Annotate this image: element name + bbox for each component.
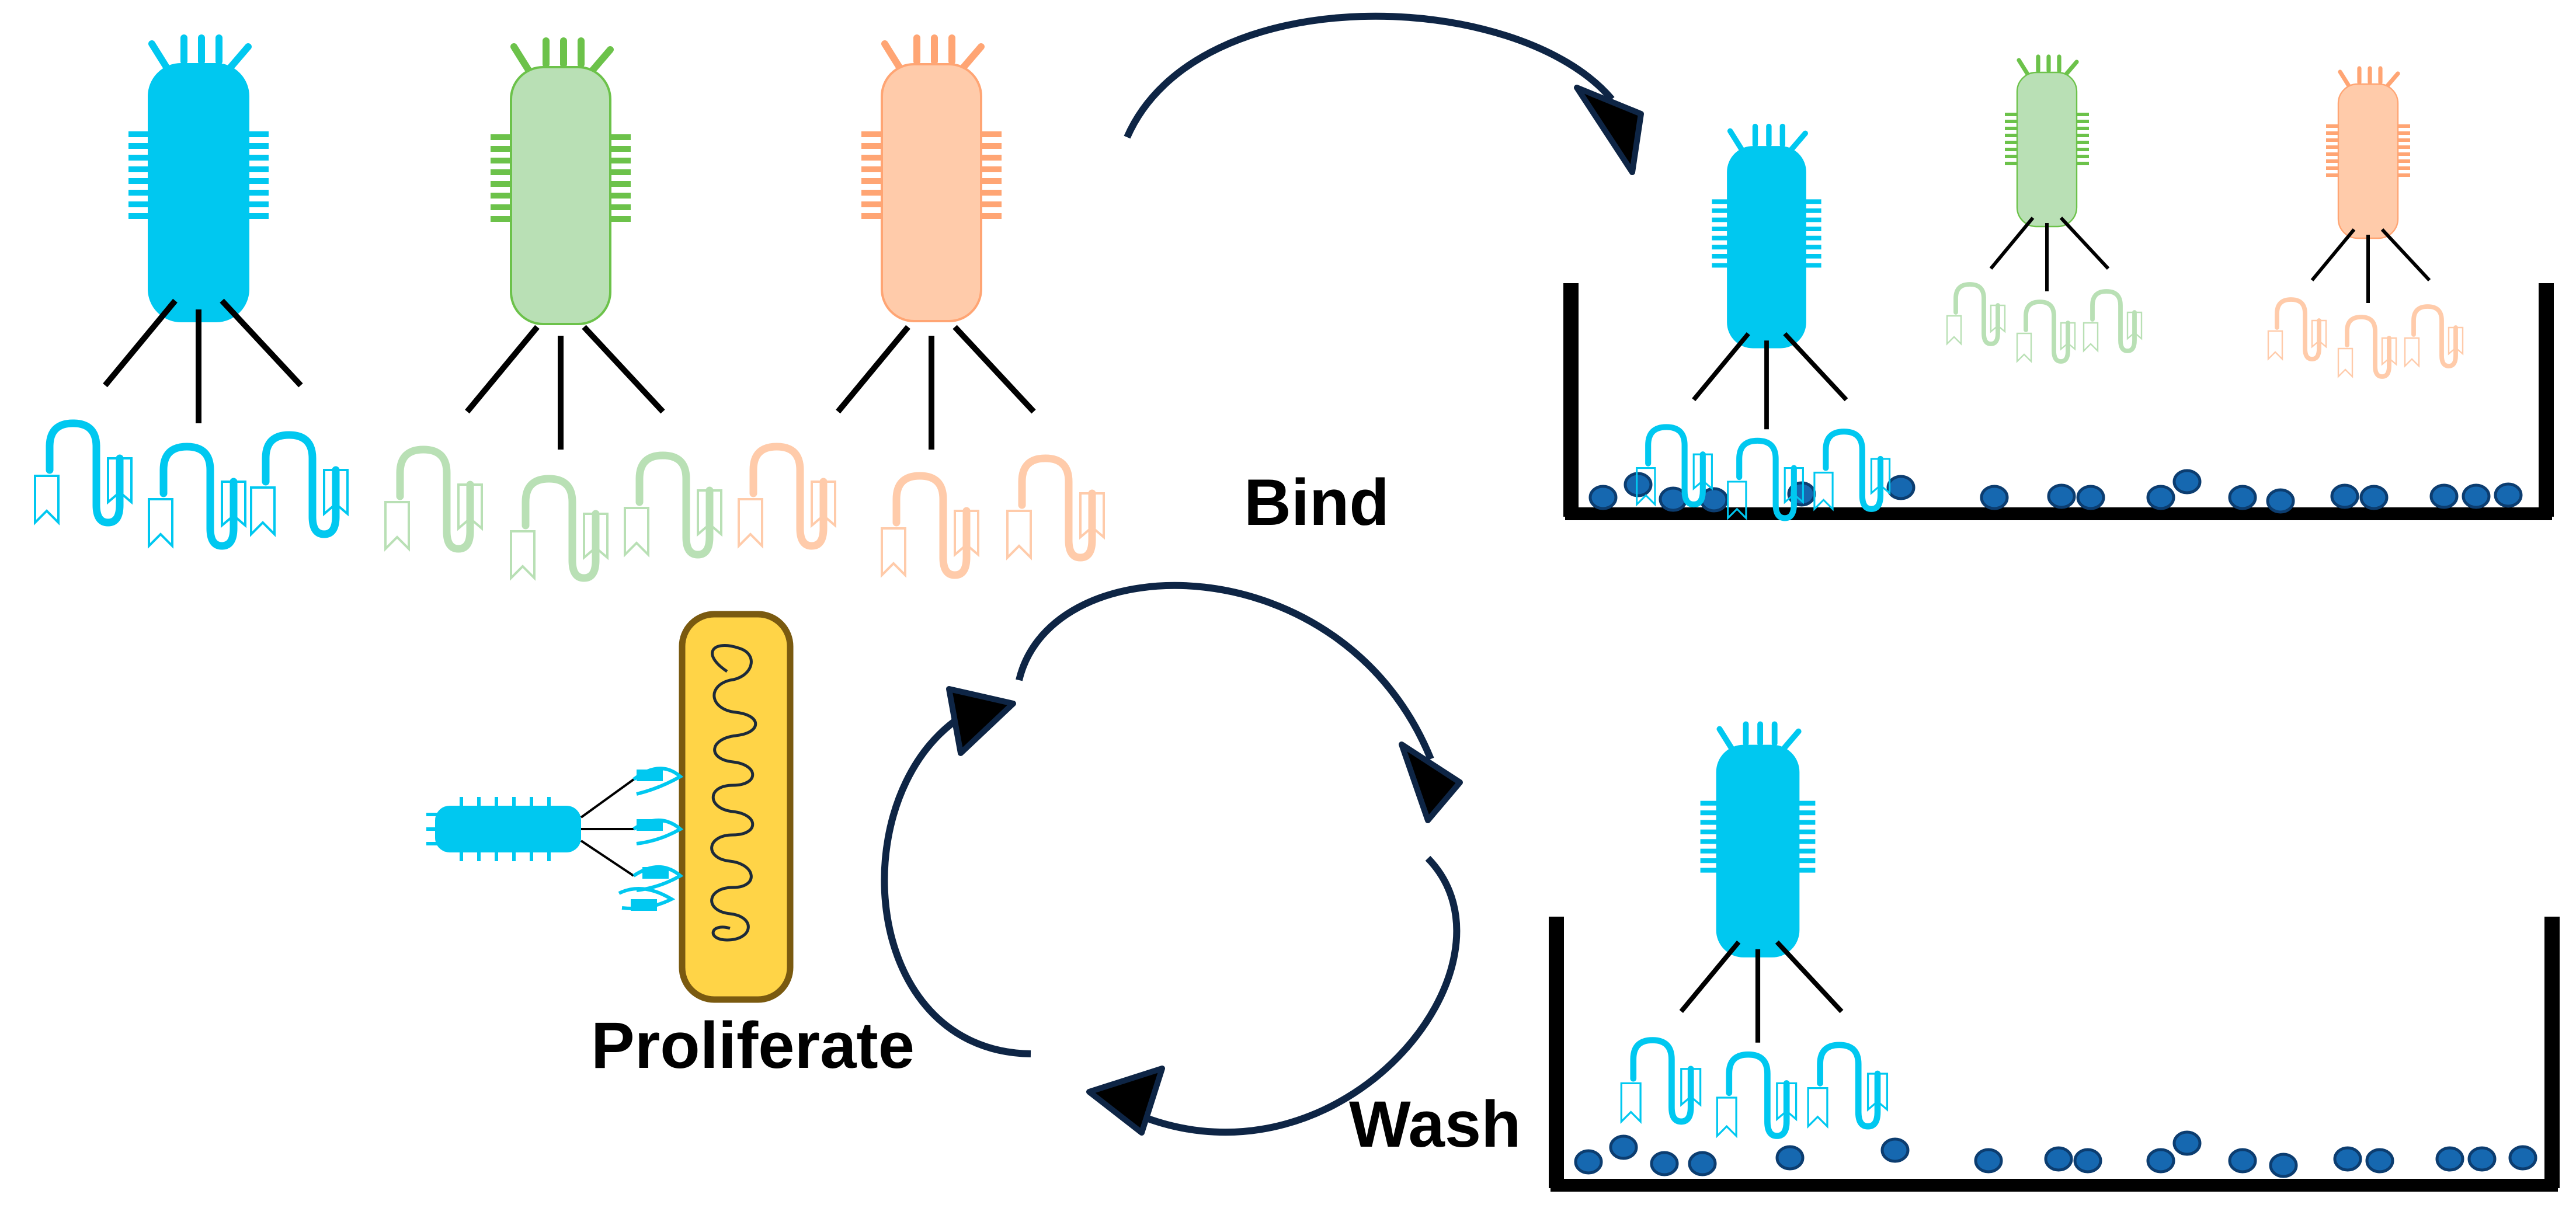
bind-well-icon bbox=[1563, 283, 2554, 520]
cycle-arrows bbox=[881, 582, 1463, 1136]
target-bead-icon bbox=[2333, 1146, 2362, 1172]
phage-library bbox=[35, 38, 1104, 578]
target-bead-icon bbox=[2508, 1145, 2537, 1171]
step-label-wash: Wash bbox=[1349, 1088, 1521, 1161]
target-bead-icon bbox=[2467, 1146, 2497, 1172]
target-bead-icon bbox=[2435, 1146, 2464, 1172]
target-bead-icon bbox=[1609, 1134, 1638, 1160]
cycle-arrow-left-icon bbox=[881, 686, 1031, 1057]
target-bead-icon bbox=[1574, 1149, 1603, 1175]
unbound-phage-orange-icon bbox=[2268, 68, 2463, 377]
cycle-arrow-bottom-icon bbox=[1086, 855, 1461, 1136]
phage-blue-icon bbox=[35, 38, 347, 546]
target-bead-icon bbox=[2494, 482, 2523, 508]
target-bead-icon bbox=[1886, 475, 1916, 500]
cycle-arrow-top-icon bbox=[1016, 582, 1463, 823]
unbound-phage-green-icon bbox=[1947, 57, 2142, 361]
target-bead-icon bbox=[2228, 1148, 2257, 1174]
target-bead-icon bbox=[1974, 1148, 2003, 1174]
target-bead-icon bbox=[2047, 483, 2076, 509]
target-bead-icon bbox=[2365, 1148, 2394, 1174]
target-bead-icon bbox=[1650, 1151, 1679, 1176]
target-bead-icon bbox=[2044, 1146, 2073, 1172]
bind-targets bbox=[1588, 469, 2523, 514]
target-bead-icon bbox=[1688, 1151, 1717, 1176]
infecting-phage-icon bbox=[426, 767, 684, 911]
target-bead-icon bbox=[1880, 1137, 1910, 1163]
target-bead-icon bbox=[2359, 485, 2389, 510]
arrow-to-bind-icon bbox=[1124, 12, 1644, 175]
target-bead-icon bbox=[2269, 1153, 2298, 1178]
wash-well-icon bbox=[1549, 917, 2560, 1192]
target-bead-icon bbox=[2146, 485, 2175, 510]
phage-dna-icon bbox=[710, 644, 757, 942]
phage-green-icon bbox=[385, 41, 721, 578]
target-bead-icon bbox=[2172, 469, 2202, 495]
target-bead-icon bbox=[2462, 483, 2491, 509]
bacterium-icon bbox=[679, 611, 794, 1003]
target-bead-icon bbox=[1775, 1145, 1805, 1171]
retained-phage-blue-icon bbox=[1621, 724, 1887, 1136]
target-bead-icon bbox=[2330, 483, 2359, 509]
step-label-bind: Bind bbox=[1244, 466, 1389, 539]
target-bead-icon bbox=[2146, 1148, 2175, 1174]
target-bead-icon bbox=[2172, 1130, 2202, 1156]
target-bead-icon bbox=[2073, 1148, 2102, 1174]
target-bead-icon bbox=[1980, 485, 2009, 510]
step-label-proliferate: Proliferate bbox=[591, 1009, 915, 1082]
target-bead-icon bbox=[2429, 483, 2459, 509]
phage-orange-icon bbox=[739, 38, 1104, 575]
target-bead-icon bbox=[1588, 485, 1618, 510]
bound-phage-blue-icon bbox=[1637, 127, 1890, 518]
target-bead-icon bbox=[2266, 488, 2295, 514]
target-bead-icon bbox=[2076, 485, 2105, 510]
wash-targets bbox=[1574, 1130, 2537, 1178]
target-bead-icon bbox=[2228, 485, 2257, 510]
target-bead-icon bbox=[1624, 472, 1653, 497]
